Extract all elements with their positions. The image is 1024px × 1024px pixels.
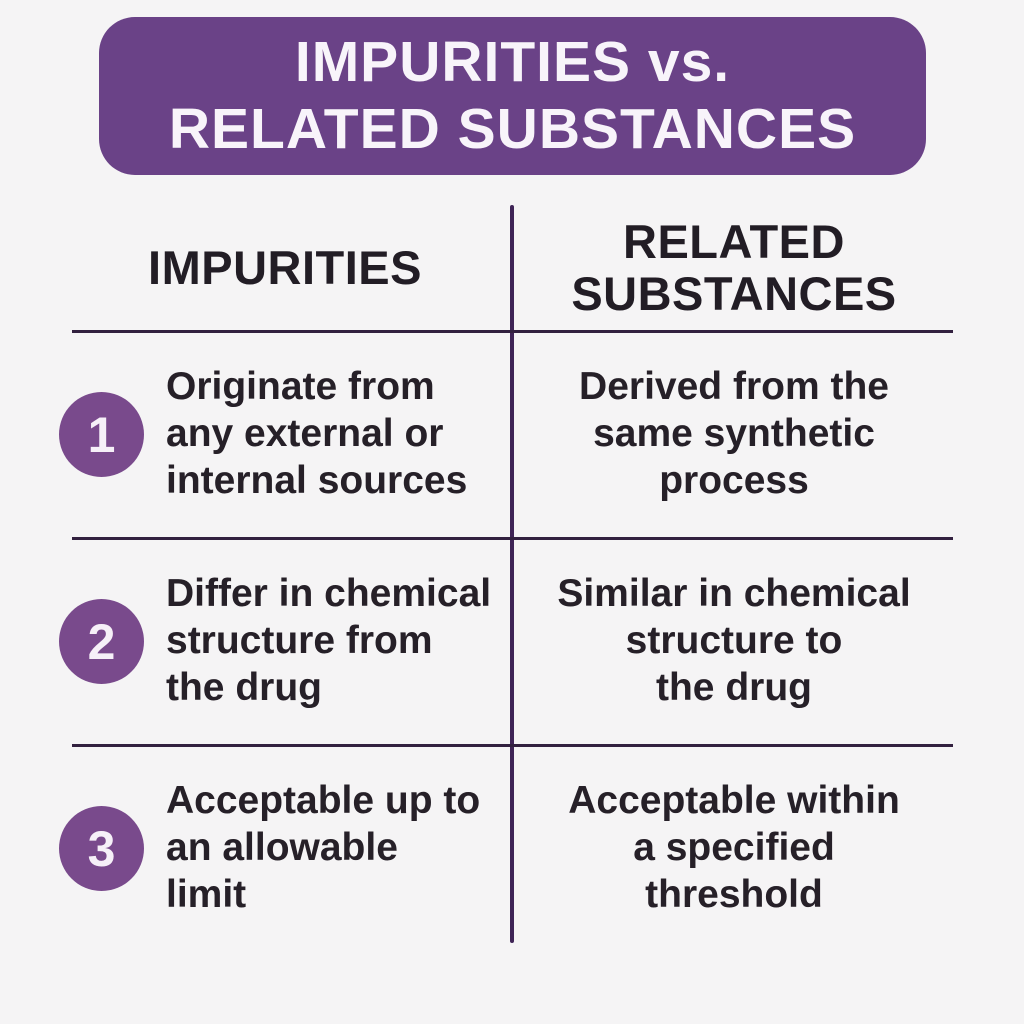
related-substances-cell-text: Acceptable within a specified threshold [568, 779, 900, 916]
impurities-cell: 1 Originate from any external or interna… [59, 331, 507, 538]
related-substances-cell: Similar in chemical structure to the dru… [514, 538, 954, 745]
column-headers: IMPURITIES RELATED SUBSTANCES [0, 205, 1024, 331]
related-substances-cell: Derived from the same synthetic process [514, 331, 954, 538]
impurities-cell: 2 Differ in chemical structure from the … [59, 538, 507, 745]
table-row: 3 Acceptable up to an allowable limit Ac… [0, 745, 1024, 952]
impurities-cell-text: Originate from any external or internal … [166, 365, 468, 502]
impurities-cell-text: Acceptable up to an allowable limit [166, 779, 481, 916]
related-substances-cell-text: Derived from the same synthetic process [579, 365, 889, 502]
row-number-badge: 1 [59, 392, 144, 477]
column-header-impurities: IMPURITIES [148, 241, 422, 295]
row-number-badge: 2 [59, 599, 144, 684]
page-title: IMPURITIES vs. RELATED SUBSTANCES [168, 29, 857, 161]
impurities-cell: 3 Acceptable up to an allowable limit [59, 745, 507, 952]
title-banner: IMPURITIES vs. RELATED SUBSTANCES [99, 17, 926, 175]
column-header-related-substances: RELATED SUBSTANCES [571, 215, 897, 320]
row-divider-line [72, 330, 953, 333]
row-divider-line [72, 537, 953, 540]
table-row: 2 Differ in chemical structure from the … [0, 538, 1024, 745]
related-substances-cell: Acceptable within a specified threshold [514, 745, 954, 952]
impurities-cell-text: Differ in chemical structure from the dr… [166, 572, 492, 709]
column-divider-line [510, 205, 514, 943]
row-divider-line [72, 744, 953, 747]
row-number-badge: 3 [59, 806, 144, 891]
related-substances-cell-text: Similar in chemical structure to the dru… [557, 572, 911, 709]
table-row: 1 Originate from any external or interna… [0, 331, 1024, 538]
